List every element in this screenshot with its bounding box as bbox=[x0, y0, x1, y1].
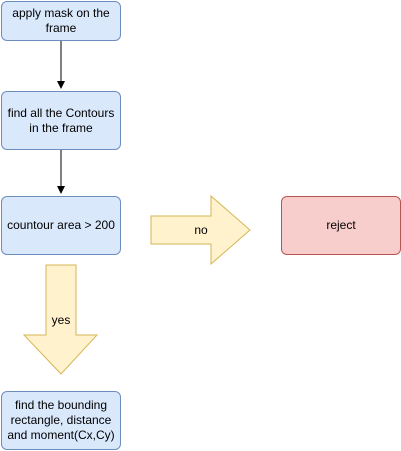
reject-node[interactable]: reject bbox=[281, 196, 401, 255]
apply-mask-node[interactable]: apply mask on the frame bbox=[1, 1, 121, 41]
yes-arrow-shape[interactable] bbox=[22, 264, 99, 375]
no-arrow-shape[interactable] bbox=[150, 194, 251, 266]
no-label: no bbox=[194, 223, 208, 237]
bounding-rectangle-node[interactable]: find the bounding rectangle, distance an… bbox=[1, 391, 121, 450]
yes-label: yes bbox=[51, 313, 71, 327]
contour-area-decision-node[interactable]: countour area > 200 bbox=[1, 196, 121, 255]
find-contours-node[interactable]: find all the Contours in the frame bbox=[1, 91, 121, 150]
